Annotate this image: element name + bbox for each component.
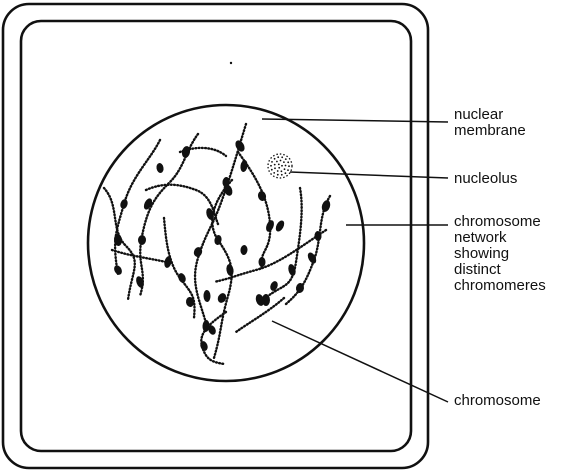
- nucleolus-speck: [281, 170, 283, 172]
- nucleolus-speck: [284, 168, 286, 170]
- nucleolus-speck: [288, 165, 290, 167]
- chromatin-strand: [268, 188, 302, 296]
- nucleolus-speck: [280, 160, 282, 162]
- nucleolus-speck: [281, 156, 283, 158]
- nucleolus-speck: [278, 164, 280, 166]
- nucleus-membrane: [88, 105, 364, 381]
- nucleolus-speck: [270, 165, 272, 167]
- label-line: chromomeres: [454, 278, 546, 294]
- nucleolus-speck: [276, 161, 278, 163]
- label-line: distinct: [454, 262, 546, 278]
- chromomere: [240, 160, 249, 173]
- nucleolus-speck: [287, 161, 289, 163]
- chromomere: [163, 255, 173, 268]
- label-line: showing: [454, 246, 546, 262]
- cytoplasm-speck: [230, 62, 232, 64]
- nucleolus-speck: [274, 158, 276, 160]
- chromatin-strand: [286, 196, 330, 304]
- chromomere: [113, 264, 124, 276]
- nucleolus: [268, 154, 292, 178]
- nucleolus-speck: [271, 161, 273, 163]
- nucleolus-speck: [274, 167, 276, 169]
- chromatin-strand: [146, 185, 218, 224]
- chromomere: [226, 263, 235, 276]
- nucleolus-speck: [287, 169, 289, 171]
- chromomere: [274, 219, 286, 233]
- nucleolus-speck: [278, 167, 280, 169]
- label-chromosome-network: chromosome network showing distinct chro…: [454, 214, 546, 294]
- chromomere: [203, 290, 210, 302]
- label-nuclear-membrane: nuclear membrane: [454, 107, 526, 139]
- chromomere: [240, 245, 248, 256]
- label-line: chromosome: [454, 214, 546, 230]
- nucleolus-speck: [283, 161, 285, 163]
- chromomere: [199, 340, 209, 352]
- nucleolus-speck: [285, 172, 287, 174]
- nucleolus-speck: [285, 158, 287, 160]
- nucleolus-speck: [271, 169, 273, 171]
- label-line: membrane: [454, 123, 526, 139]
- leader-line-nucleolus: [290, 172, 448, 178]
- chromomere: [156, 162, 165, 173]
- chromomere: [119, 198, 129, 210]
- chromomere: [234, 139, 247, 153]
- chromomere: [138, 235, 147, 245]
- nucleolus-speck: [281, 165, 283, 167]
- nucleolus-speck: [277, 170, 279, 172]
- chromosome-network: [104, 124, 332, 364]
- label-chromosome: chromosome: [454, 393, 541, 409]
- label-line: network: [454, 230, 546, 246]
- nucleolus-speck: [277, 174, 279, 176]
- chromatin-strand: [112, 250, 166, 262]
- nucleolus-speck: [281, 174, 283, 176]
- label-line: nuclear: [454, 107, 526, 123]
- nucleolus-speck: [273, 172, 275, 174]
- nucleolus-speck: [274, 164, 276, 166]
- nucleolus-speck: [277, 156, 279, 158]
- label-nucleolus: nucleolus: [454, 171, 517, 187]
- nucleolus-speck: [285, 165, 287, 167]
- chromomere: [265, 219, 276, 233]
- chromomere: [258, 257, 265, 267]
- chromomere: [320, 199, 331, 213]
